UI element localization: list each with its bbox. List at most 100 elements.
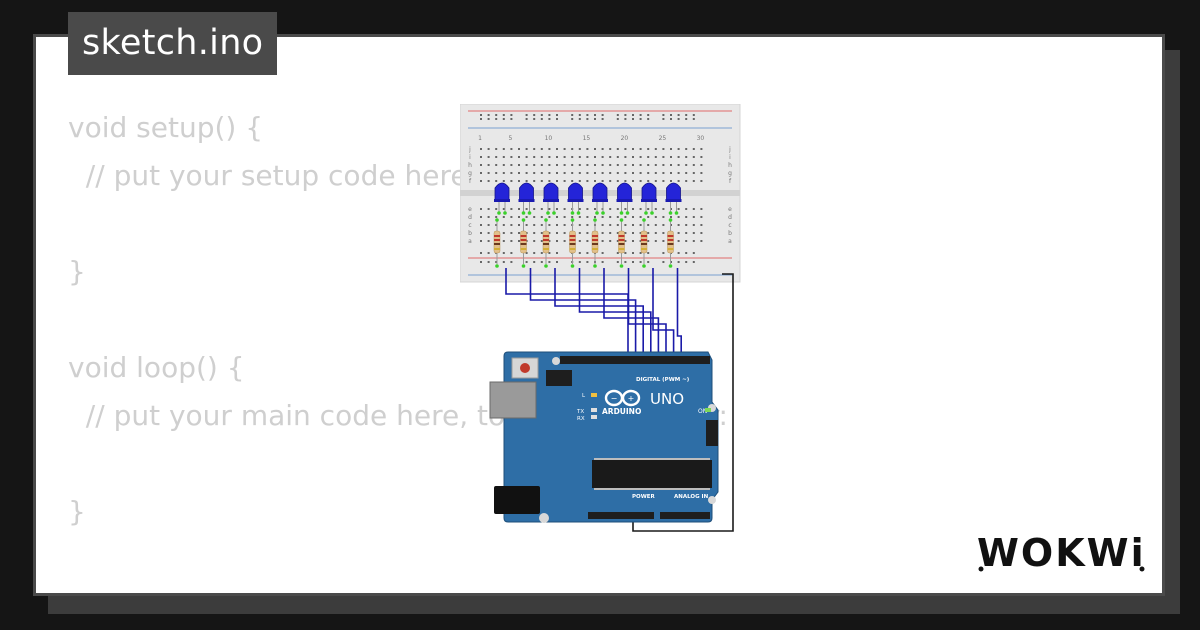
led[interactable] xyxy=(592,182,608,201)
power-jack xyxy=(494,486,540,514)
breadboard-hole xyxy=(502,208,505,210)
breadboard-hole xyxy=(571,180,574,182)
resistor-band xyxy=(618,239,625,241)
connection-dot xyxy=(668,211,673,215)
breadboard-hole xyxy=(525,156,528,158)
breadboard-hole xyxy=(609,156,612,158)
breadboard-hole xyxy=(654,180,657,182)
breadboard-hole xyxy=(616,148,619,150)
breadboard-hole xyxy=(495,148,498,150)
breadboard-hole xyxy=(632,261,634,263)
led[interactable] xyxy=(666,182,681,201)
breadboard-hole xyxy=(540,216,543,218)
connection-dot xyxy=(570,211,575,215)
breadboard-hole xyxy=(677,148,680,150)
breadboard-hole xyxy=(654,240,657,242)
led[interactable] xyxy=(543,182,559,201)
connection-dot xyxy=(576,211,581,215)
code-line: } xyxy=(68,495,86,528)
file-name-tab[interactable]: sketch.ino xyxy=(68,12,278,75)
resistor-band xyxy=(667,243,674,245)
row-letter: f xyxy=(469,178,472,185)
row-letter: b xyxy=(728,230,732,237)
breadboard-hole xyxy=(685,261,688,263)
breadboard-hole xyxy=(624,118,627,120)
led[interactable] xyxy=(494,182,510,201)
column-number: 10 xyxy=(545,135,553,142)
breadboard-hole xyxy=(495,164,498,166)
led[interactable] xyxy=(617,182,632,201)
power-header xyxy=(588,512,654,519)
breadboard-hole xyxy=(578,216,581,218)
breadboard-hole xyxy=(578,180,581,182)
breadboard-hole xyxy=(533,232,536,234)
breadboard-hole xyxy=(700,224,703,226)
breadboard-hole xyxy=(480,172,482,174)
breadboard-hole xyxy=(601,261,604,263)
led-base xyxy=(665,199,682,202)
breadboard-hole xyxy=(571,172,574,174)
resistor-band xyxy=(592,235,598,237)
breadboard-hole xyxy=(487,180,490,182)
jumper-wire xyxy=(603,268,660,358)
wokwi-logo[interactable]: WOKWi xyxy=(975,528,1155,578)
breadboard-hole xyxy=(594,118,596,120)
breadboard-hole xyxy=(518,156,520,158)
breadboard-hole xyxy=(563,156,566,158)
breadboard-hole xyxy=(510,172,513,174)
jumper-wire xyxy=(627,268,667,358)
breadboard-hole xyxy=(692,224,695,226)
breadboard-hole xyxy=(601,114,604,116)
breadboard-hole xyxy=(609,240,612,242)
connection-dot xyxy=(642,264,646,268)
arduino-uno[interactable]: − + ARDUINO UNO DIGITAL (PWM ~) POWER AN… xyxy=(489,351,719,523)
breadboard-hole xyxy=(670,216,672,218)
led[interactable] xyxy=(641,182,657,201)
breadboard-hole xyxy=(639,156,642,158)
breadboard-hole xyxy=(578,208,581,210)
breadboard-hole xyxy=(700,180,703,182)
breadboard-hole xyxy=(616,240,619,242)
breadboard-hole xyxy=(502,216,505,218)
led-base xyxy=(494,199,510,202)
resistor-band xyxy=(667,239,674,241)
breadboard-hole xyxy=(563,172,566,174)
breadboard-hole xyxy=(578,261,581,263)
breadboard-hole xyxy=(487,208,490,210)
connection-dot xyxy=(495,218,499,222)
breadboard-hole xyxy=(586,240,589,242)
row-letter: c xyxy=(468,222,471,229)
breadboard-hole xyxy=(594,180,596,182)
breadboard-hole xyxy=(487,172,490,174)
breadboard-hole xyxy=(700,148,703,150)
breadboard-hole xyxy=(578,148,581,150)
breadboard-hole xyxy=(647,114,650,116)
breadboard-hole xyxy=(518,148,520,150)
breadboard-hole xyxy=(616,208,619,210)
led[interactable] xyxy=(519,182,534,201)
breadboard-hole xyxy=(510,156,513,158)
breadboard-hole xyxy=(548,114,551,116)
breadboard-hole xyxy=(685,216,688,218)
breadboard-hole xyxy=(578,224,581,226)
led-base xyxy=(518,199,535,202)
breadboard-hole xyxy=(502,114,505,116)
breadboard-hole xyxy=(518,224,520,226)
breadboard-hole xyxy=(525,252,528,254)
breadboard-hole xyxy=(495,172,498,174)
breadboard-hole xyxy=(624,224,627,226)
breadboard-hole xyxy=(692,172,695,174)
breadboard-hole xyxy=(533,240,536,242)
resistor-band xyxy=(592,248,598,250)
resistor-band xyxy=(569,248,576,250)
breadboard-hole xyxy=(670,164,672,166)
breadboard-hole xyxy=(685,164,688,166)
svg-text:−: − xyxy=(611,394,618,403)
breadboard-hole xyxy=(525,216,528,218)
breadboard-hole xyxy=(654,148,657,150)
breadboard-hole xyxy=(616,118,619,120)
led[interactable] xyxy=(568,182,583,201)
breadboard-hole xyxy=(502,164,505,166)
breadboard-hole xyxy=(480,232,482,234)
